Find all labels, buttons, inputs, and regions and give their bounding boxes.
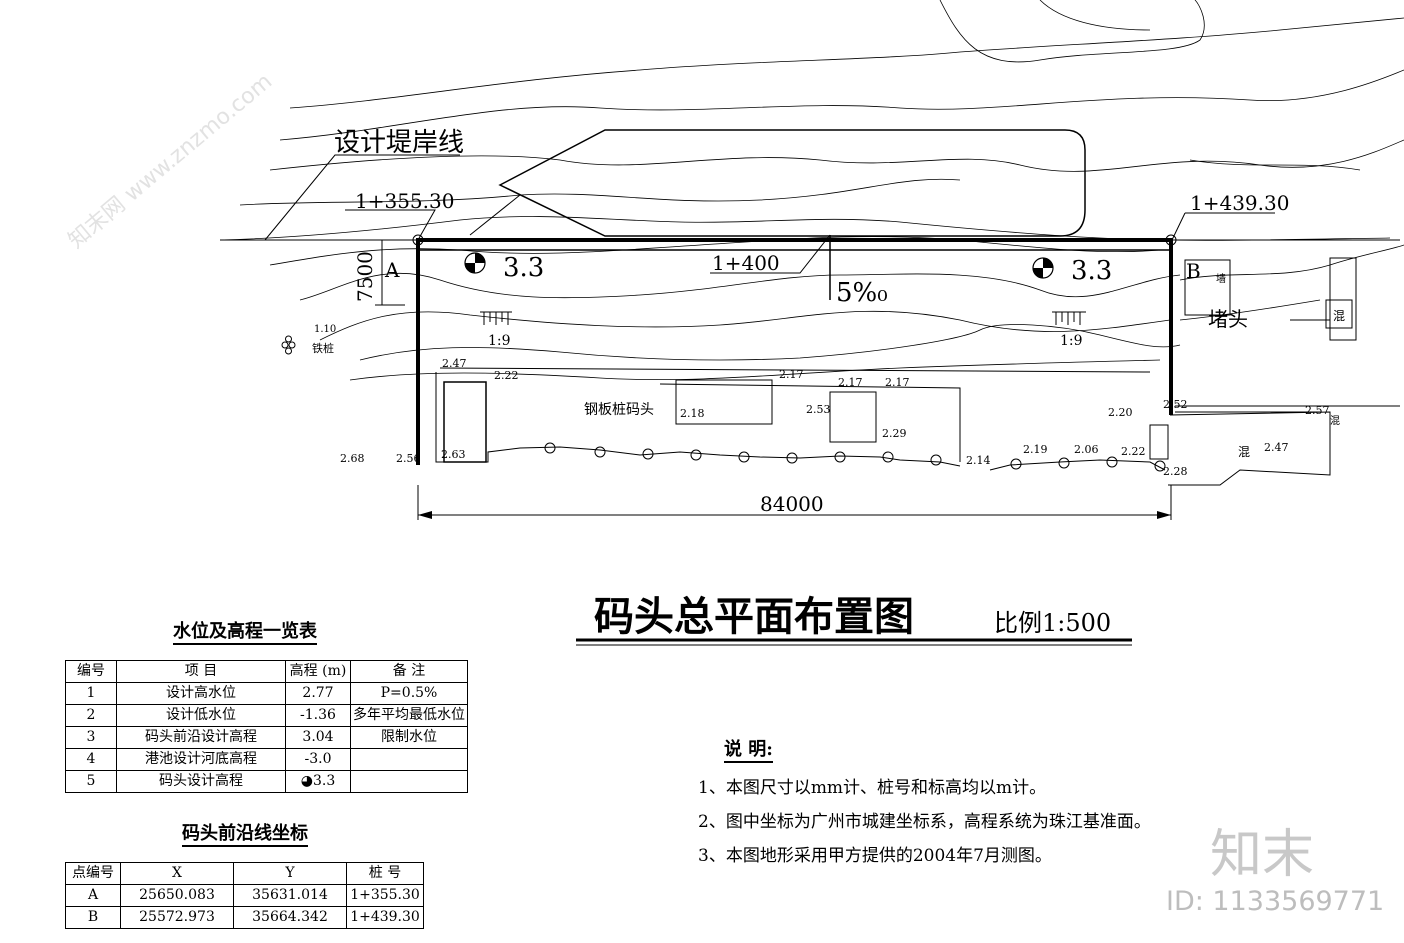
- svg-text:2.06: 2.06: [1074, 443, 1099, 456]
- svg-text:2.57: 2.57: [1305, 404, 1330, 417]
- mix-label-3: 混: [1330, 415, 1340, 427]
- svg-text:2.28: 2.28: [1163, 465, 1188, 478]
- width-dimension: 7500: [353, 251, 377, 302]
- header-cell: 高程 (m): [285, 660, 351, 683]
- length-dimension: 84000: [760, 492, 824, 516]
- design-elevation-right: 3.3: [1071, 256, 1112, 286]
- header-cell: 备 注: [350, 660, 468, 683]
- notes-heading: 说 明:: [724, 735, 773, 763]
- elevation-symbol-right: [1032, 257, 1054, 279]
- steel-wharf-label: 钢板桩码头: [584, 401, 654, 418]
- iron-pile-label: 铁桩: [312, 341, 334, 355]
- header-cell: 项 目: [116, 660, 286, 683]
- spot-1-10: 1.10: [314, 324, 336, 335]
- svg-text:2.20: 2.20: [1108, 406, 1133, 419]
- svg-text:2.53: 2.53: [806, 403, 831, 416]
- note-item: 1、本图尺寸以mm计、桩号和标高均以m计。: [698, 778, 1047, 798]
- header-cell: 点编号: [65, 862, 121, 885]
- header-cell: 编号: [65, 660, 117, 683]
- point-b-label: B: [1186, 259, 1201, 283]
- design-elevation-left: 3.3: [503, 253, 544, 283]
- svg-text:2.17: 2.17: [838, 376, 863, 389]
- table-header-row: 点编号 X Y 桩 号: [65, 862, 424, 885]
- drawing-scale: 比例1:500: [994, 609, 1111, 637]
- svg-text:2.17: 2.17: [885, 376, 910, 389]
- coord-table-title: 码头前沿线坐标: [182, 819, 308, 847]
- station-mid-label: 1+400: [712, 251, 780, 275]
- header-cell: Y: [233, 862, 347, 885]
- station-start-label: 1+355.30: [355, 189, 454, 213]
- notes-block: 说 明: 1、本图尺寸以mm计、桩号和标高均以m计。 2、图中坐标为广州市城建坐…: [698, 735, 1151, 875]
- svg-text:2.22: 2.22: [1121, 445, 1146, 458]
- mix-label-1: 混: [1333, 309, 1345, 323]
- svg-text:2.18: 2.18: [680, 407, 705, 420]
- svg-text:2.47: 2.47: [442, 357, 467, 370]
- header-cell: X: [120, 862, 234, 885]
- station-end-label: 1+439.30: [1190, 191, 1289, 215]
- watermark-id: ID: 1133569771: [1166, 886, 1385, 917]
- svg-text:2.56: 2.56: [396, 452, 421, 465]
- design-bank-line: [498, 129, 1086, 237]
- bollards: [544, 442, 1166, 472]
- wharf-front-line: [435, 372, 961, 467]
- slope-label: 5%₀: [836, 278, 888, 308]
- note-item: 2、图中坐标为广州市城建坐标系，高程系统为珠江基准面。: [698, 812, 1151, 832]
- svg-text:2.68: 2.68: [340, 452, 365, 465]
- point-a-marker: [412, 234, 424, 246]
- svg-text:2.14: 2.14: [966, 454, 991, 467]
- design-bank-line-label: 设计堤岸线: [334, 128, 464, 158]
- slope-hatch: [480, 311, 1086, 325]
- point-a-label: A: [384, 258, 400, 282]
- slope-ratio-right: 1:9: [1060, 333, 1083, 349]
- wall-label: 墙: [1216, 272, 1226, 285]
- table-header-row: 编号 项 目 高程 (m) 备 注: [65, 660, 468, 683]
- header-cell: 桩 号: [346, 862, 424, 885]
- elevation-symbol-left: [464, 252, 486, 274]
- spot-elevations: 2.22 2.47 2.17 2.17 2.17 2.18 2.53 2.29 …: [340, 357, 1330, 478]
- note-item: 3、本图地形采用甲方提供的2004年7月测图。: [698, 846, 1052, 866]
- mix-label-2: 混: [1238, 445, 1250, 459]
- svg-text:2.19: 2.19: [1023, 443, 1048, 456]
- svg-text:2.52: 2.52: [1163, 398, 1188, 411]
- drawing-title: 码头总平面布置图: [594, 593, 914, 640]
- svg-text:2.29: 2.29: [882, 427, 907, 440]
- water-table-title: 水位及高程一览表: [173, 617, 317, 645]
- slope-ratio-left: 1:9: [488, 333, 511, 349]
- iron-pile-icon: [281, 335, 296, 355]
- wharf-outline: [220, 238, 1400, 465]
- watermark-brand: 知末: [1210, 825, 1315, 885]
- svg-text:2.63: 2.63: [441, 448, 466, 461]
- point-b-marker: [1165, 234, 1177, 246]
- svg-text:2.47: 2.47: [1264, 441, 1289, 454]
- svg-text:2.17: 2.17: [779, 368, 804, 381]
- svg-text:2.22: 2.22: [494, 369, 519, 382]
- head-label: 堵头: [1208, 307, 1248, 331]
